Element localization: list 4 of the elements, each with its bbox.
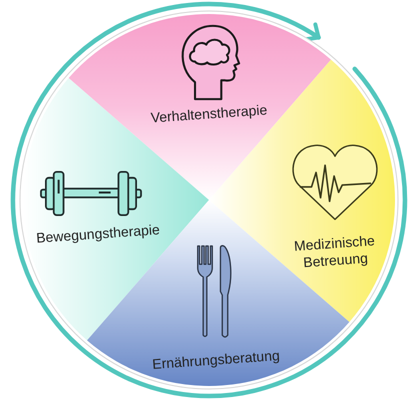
segment-label: Ernährungsberatung [152, 347, 280, 373]
segment-label: Bewegungstherapie [36, 221, 160, 247]
segment-label: Medizinische Betreuung [292, 232, 376, 272]
segment-label: Verhaltenstherapie [150, 101, 268, 127]
